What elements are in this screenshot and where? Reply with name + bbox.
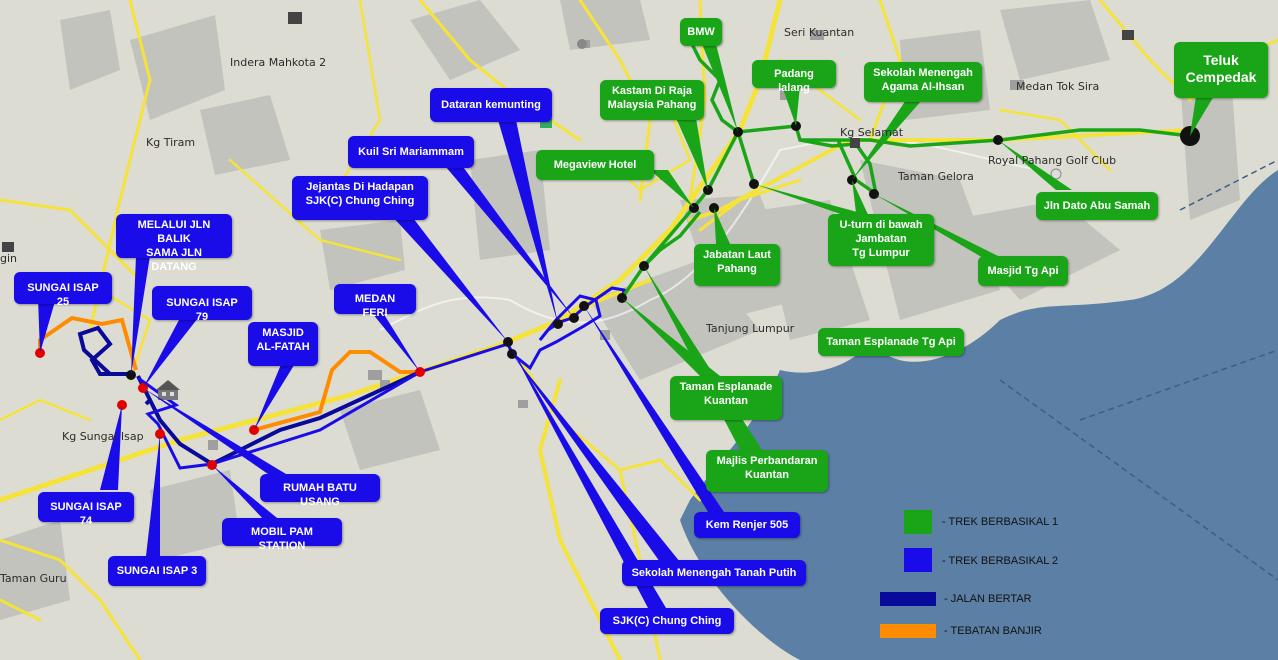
legend-swatch-trek2 xyxy=(904,548,932,572)
label-kem-renjer-505[interactable]: Kem Renjer 505 xyxy=(694,512,800,538)
label-dataran-kemunting[interactable]: Dataran kemunting xyxy=(430,88,552,122)
place-kg-selamat: Kg Selamat xyxy=(840,126,904,139)
place-kg-tiram: Kg Tiram xyxy=(146,136,195,149)
place-taman-guru: Taman Guru xyxy=(0,572,67,585)
label-jabatan-laut[interactable]: Jabatan Laut Pahang xyxy=(694,244,780,286)
place-medan-tok-sira: Medan Tok Sira xyxy=(1016,80,1099,93)
legend-label-tebatan-banjir: - TEBATAN BANJIR xyxy=(944,625,1042,637)
label-medan-feri[interactable]: MEDAN FERI xyxy=(334,284,416,319)
label-bmw[interactable]: BMW xyxy=(680,18,722,46)
label-sekolah-agama[interactable]: Sekolah Menengah Agama Al-Ihsan xyxy=(864,62,982,102)
label-sjkc-chung-ching[interactable]: SJK(C) Chung Ching xyxy=(600,608,734,634)
label-sungai-isap-74[interactable]: SUNGAI ISAP 74 xyxy=(38,492,134,527)
shipping-lane-2 xyxy=(1179,159,1278,211)
legend-label-trek1: - TREK BERBASIKAL 1 xyxy=(942,516,1059,528)
place-kg-sungai-isap: Kg Sungai Isap xyxy=(62,430,144,443)
label-mobil-pam-station[interactable]: MOBIL PAM STATION xyxy=(222,518,342,552)
label-sungai-isap-79[interactable]: SUNGAI ISAP 79 xyxy=(152,286,252,323)
house-icon xyxy=(156,380,180,400)
label-sungai-isap-3[interactable]: SUNGAI ISAP 3 xyxy=(108,556,206,586)
label-melalui-jln[interactable]: MELALUI JLN BALIK SAMA JLN DATANG xyxy=(116,214,232,273)
place-gin: gin xyxy=(0,252,17,265)
label-teluk-cempedak[interactable]: Teluk Cempedak xyxy=(1174,42,1268,98)
sea xyxy=(680,170,1278,660)
place-royal-pahang-golf-club: Royal Pahang Golf Club xyxy=(988,154,1116,167)
shipping-lane-3 xyxy=(1079,349,1278,421)
label-taman-esplanade-tg-api[interactable]: Taman Esplanade Tg Api xyxy=(818,328,964,356)
label-taman-esplanade-kuantan[interactable]: Taman Esplanade Kuantan xyxy=(670,376,782,420)
label-masjid-al-fatah[interactable]: MASJID AL-FATAH xyxy=(248,322,318,366)
poi-icon-2 xyxy=(1122,30,1134,40)
place-indera-mahkota-2: Indera Mahkota 2 xyxy=(230,56,326,69)
label-jejantas-sjkc[interactable]: Jejantas Di Hadapan SJK(C) Chung Ching xyxy=(292,176,428,220)
label-majlis-perbandaran[interactable]: Majlis Perbandaran Kuantan xyxy=(706,450,828,492)
legend-swatch-trek1 xyxy=(904,510,932,534)
track1-callout-pointers xyxy=(622,44,1214,450)
park-icon xyxy=(540,118,552,128)
label-u-turn[interactable]: U-turn di bawah Jambatan Tg Lumpur xyxy=(828,214,934,266)
track2-callout-pointers xyxy=(38,120,724,608)
poi-icon-3 xyxy=(2,242,14,252)
legend-label-jalan-bertar: - JALAN BERTAR xyxy=(944,593,1032,605)
legend-label-trek2: - TREK BERBASIKAL 2 xyxy=(942,555,1059,567)
label-sungai-isap-25[interactable]: SUNGAI ISAP 25 xyxy=(14,272,112,308)
label-padang-lalang[interactable]: Padang lalang xyxy=(752,60,836,94)
label-jln-dato-abu-samah[interactable]: Jln Dato Abu Samah xyxy=(1036,192,1158,220)
label-kuil-sri-mariammam[interactable]: Kuil Sri Mariammam xyxy=(348,136,474,168)
poi-icon xyxy=(288,12,302,24)
place-tanjung-lumpur: Tanjung Lumpur xyxy=(705,322,795,335)
camera-icon xyxy=(577,39,587,49)
label-sekolah-tanah-putih[interactable]: Sekolah Menengah Tanah Putih xyxy=(622,560,806,586)
legend-swatch-jalan-bertar xyxy=(880,592,936,606)
place-taman-gelora: Taman Gelora xyxy=(897,170,974,183)
legend-swatch-tebatan-banjir xyxy=(880,624,936,638)
mosque-icon xyxy=(850,138,860,148)
label-masjid-tg-api[interactable]: Masjid Tg Api xyxy=(978,256,1068,286)
label-kastam[interactable]: Kastam Di Raja Malaysia Pahang xyxy=(600,80,704,120)
place-seri-kuantan: Seri Kuantan xyxy=(784,26,854,39)
label-megaview-hotel[interactable]: Megaview Hotel xyxy=(536,150,654,180)
trek-berbasikal-2 xyxy=(137,286,626,470)
label-rumah-batu-usang[interactable]: RUMAH BATU USANG xyxy=(260,474,380,508)
built-up-areas xyxy=(0,0,1240,620)
shipping-lane-1 xyxy=(999,379,1278,581)
golf-ball-icon xyxy=(1050,168,1062,180)
